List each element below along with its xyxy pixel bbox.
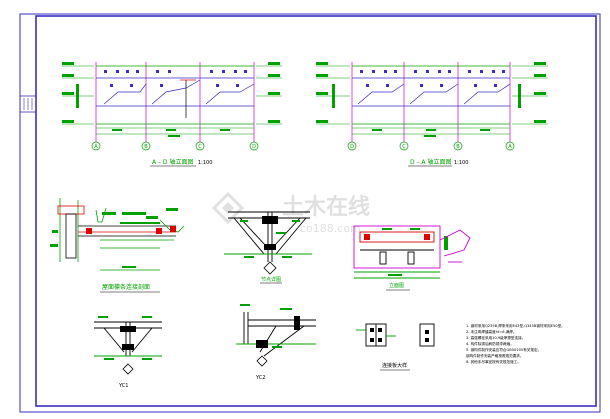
axis-label: D bbox=[350, 144, 354, 150]
bracket-detail-yc2: YC2 bbox=[236, 304, 316, 381]
view-title: YC1 bbox=[118, 383, 128, 389]
view-title: 立面图 bbox=[389, 282, 404, 289]
watermark-cn-text: 土木在线 bbox=[282, 194, 370, 220]
watermark: 土木在线 co188.com bbox=[211, 191, 370, 235]
axis-label: B bbox=[456, 144, 460, 150]
view-title: D – A 轴立面图 bbox=[410, 158, 451, 166]
note-line: 6. 其他未尽事宜按有关规范施工。 bbox=[466, 359, 521, 364]
axis-label: A bbox=[94, 144, 98, 150]
section-detail: 屋面檩条连接剖面 bbox=[50, 198, 185, 293]
axis-label: B bbox=[144, 144, 148, 150]
view-title: YC2 bbox=[255, 375, 265, 381]
view-title: A – D 轴立面图 bbox=[152, 158, 193, 166]
elevation-a-d: A B C D A – D 轴立面图 1:100 bbox=[62, 62, 282, 167]
watermark-logo-icon bbox=[211, 191, 245, 225]
title-strip bbox=[23, 98, 33, 110]
axis-label: A bbox=[508, 144, 512, 150]
general-notes: 1. 钢材采用Q235B,焊条采用E43型,Q345B钢材采用E50型。 2. … bbox=[466, 323, 565, 364]
axis-label: C bbox=[198, 144, 202, 150]
view-title: 连接板大样 bbox=[382, 362, 407, 369]
axis-label: C bbox=[402, 144, 406, 150]
frame-elevation-detail: 立面图 bbox=[353, 225, 471, 291]
view-title: 屋面檩条连接剖面 bbox=[102, 283, 150, 291]
note-line: 1. 钢材采用Q235B,焊条采用E43型,Q345B钢材采用E50型。 bbox=[466, 323, 565, 328]
note-line: 3. 高强螺栓采用10.9级摩擦型连接。 bbox=[466, 335, 525, 340]
view-title: 节点详图 bbox=[261, 276, 281, 283]
note-line: 4. 构件除锈后刷防锈漆两遍。 bbox=[466, 341, 514, 346]
note-line: 2. 未注明焊缝高度hf=6,满焊。 bbox=[466, 329, 517, 334]
view-scale: 1:100 bbox=[198, 160, 212, 166]
view-scale: 1:100 bbox=[454, 160, 468, 166]
bracket-detail-yc1: YC1 bbox=[94, 316, 162, 389]
note-line: 钢构件制作安装严格按照规范要求。 bbox=[466, 353, 524, 358]
sheet-frame bbox=[19, 13, 601, 413]
joint-detail: 节点详图 bbox=[224, 211, 312, 284]
watermark-en-text: co188.com bbox=[300, 222, 361, 235]
plate-detail: 连接板大样 bbox=[356, 323, 435, 371]
note-line: 5. 钢构件制作安装应符合GB50205有关规定。 bbox=[466, 347, 541, 352]
axis-label: D bbox=[252, 144, 256, 150]
elevation-d-a: D C B A D – A 轴立面图 1:100 bbox=[316, 62, 548, 167]
